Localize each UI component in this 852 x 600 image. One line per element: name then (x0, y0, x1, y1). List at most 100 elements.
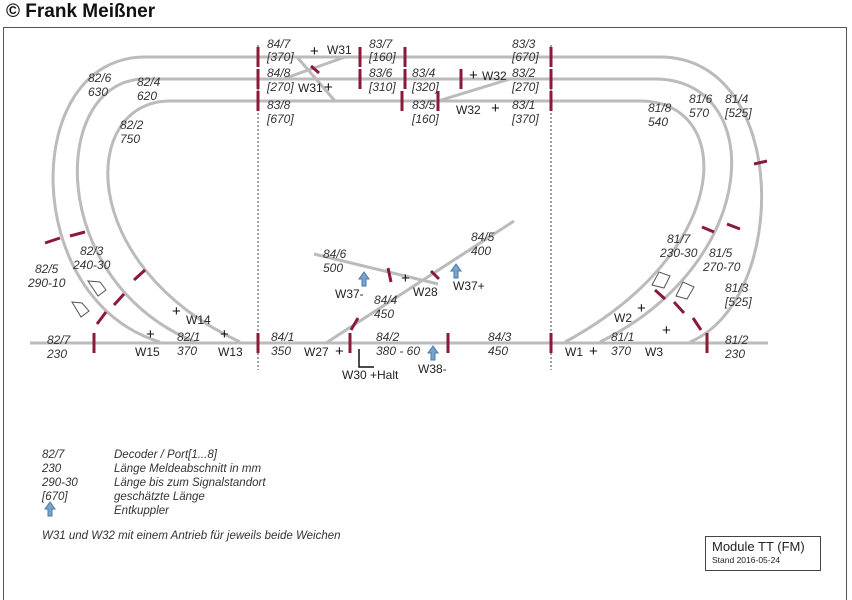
label-84-3: 84/3 (488, 330, 512, 344)
length-81-2: 230 (724, 347, 745, 361)
switch-w30-halt: W30 +Halt (342, 368, 399, 382)
switch-w37-minus: W37- (335, 287, 364, 301)
label-82-6: 82/6 (88, 71, 112, 85)
signal-81-7-icon (651, 271, 671, 289)
label-82-4: 82/4 (137, 75, 161, 89)
svg-text:+: + (469, 67, 478, 84)
switch-w13: W13 (218, 345, 243, 359)
length-83-7: [160] (368, 50, 396, 64)
length-83-1: [370] (511, 112, 539, 126)
svg-text:+: + (310, 43, 319, 60)
uncoupler-w38-icon (427, 345, 439, 361)
section-labels: 84/7 [370] 83/7 [160] 83/3 [670] 84/8 [2… (27, 37, 752, 361)
uncouplers (44, 263, 462, 517)
label-83-6: 83/6 (369, 66, 393, 80)
length-83-2: [270] (511, 80, 539, 94)
length-84-8: [270] (266, 80, 294, 94)
switch-w37-plus: W37+ (453, 279, 485, 293)
length-83-3: [670] (511, 50, 539, 64)
switch-w38-minus: W38- (418, 362, 447, 376)
signal-81-5-icon (675, 281, 695, 300)
track-right-inner (564, 99, 706, 344)
yard-branch-845 (325, 219, 515, 345)
label-83-5: 83/5 (412, 98, 436, 112)
legend-key: 290-30 (42, 477, 78, 489)
length-84-7: [370] (266, 50, 294, 64)
note-text: W31 und W32 mit einem Antrieb für jeweil… (42, 530, 341, 542)
label-81-2: 81/2 (725, 333, 749, 347)
label-84-5: 84/5 (471, 230, 495, 244)
length-82-1: 370 (177, 344, 197, 358)
label-84-8: 84/8 (267, 66, 291, 80)
label-84-6: 84/6 (323, 247, 347, 261)
switch-w31-bottom: W31 (298, 81, 323, 95)
label-81-5: 81/5 (709, 246, 733, 260)
length-82-5: 290-10 (27, 276, 66, 290)
label-83-7: 83/7 (369, 37, 394, 51)
label-84-7: 84/7 (267, 37, 292, 51)
length-81-1: 370 (611, 344, 631, 358)
diagram-frame (3, 27, 847, 600)
legend-uncoupler-icon (44, 501, 56, 517)
switch-w14: W14 (186, 313, 211, 327)
track-left-inner (106, 99, 241, 344)
label-83-2: 83/2 (512, 66, 536, 80)
svg-text:+: + (324, 79, 333, 96)
svg-text:+: + (401, 270, 410, 287)
switch-w27: W27 (304, 345, 329, 359)
legend-text: geschätzte Länge (114, 491, 205, 503)
length-82-6: 630 (88, 85, 108, 99)
length-81-7: 230-30 (659, 246, 698, 260)
title-box-date: Stand 2016-05-24 (712, 555, 781, 565)
label-83-8: 83/8 (267, 98, 291, 112)
legend-key: [670] (42, 491, 68, 503)
switch-markers: + + + + + + + + + + + + (146, 43, 671, 360)
label-81-6: 81/6 (689, 92, 713, 106)
length-82-2: 750 (120, 132, 140, 146)
uncoupler-w37p-icon (450, 263, 462, 279)
length-83-4: [320] (411, 80, 439, 94)
switch-w2: W2 (614, 311, 632, 325)
legend-text: Länge bis zum Signalstandort (114, 477, 266, 489)
length-84-6: 500 (323, 261, 343, 275)
track-left-outer (51, 55, 161, 344)
label-81-4: 81/4 (725, 92, 749, 106)
label-84-2: 84/2 (376, 330, 400, 344)
crossover-w32a (437, 77, 511, 103)
title-box: Module TT (FM) Stand 2016-05-24 (705, 536, 821, 571)
signal-82-3-icon (71, 301, 90, 318)
length-81-6: 570 (689, 106, 709, 120)
label-83-3: 83/3 (512, 37, 536, 51)
svg-text:+: + (335, 343, 344, 360)
switch-w31-top: W31 (327, 43, 352, 57)
label-81-7: 81/7 (667, 232, 692, 246)
switch-w32-bottom: W32 (456, 103, 481, 117)
switch-w1: W1 (565, 345, 583, 359)
length-83-8: [670] (266, 112, 294, 126)
legend-text: Entkuppler (114, 505, 169, 517)
length-83-5: [160] (411, 112, 439, 126)
svg-text:+: + (662, 322, 671, 339)
yard-branch-846 (313, 252, 439, 286)
legend-key: 230 (42, 463, 62, 475)
legend-text: Decoder / Port[1...8] (114, 449, 217, 461)
switch-labels: W31 W31 W32 W32 W14 W15 W13 W27 W28 W37-… (135, 43, 663, 382)
uncoupler-w37m-icon (358, 271, 370, 287)
signal-82-5-icon (87, 280, 107, 297)
length-84-1: 350 (271, 344, 291, 358)
crossover-w31b (295, 56, 337, 102)
switch-w28: W28 (413, 285, 438, 299)
tracks (30, 55, 768, 345)
length-84-4: 450 (374, 307, 394, 321)
length-84-5: 400 (471, 244, 491, 258)
length-82-3: 240-30 (72, 258, 111, 272)
copyright-title: © Frank Meißner (6, 1, 156, 22)
svg-text:+: + (146, 326, 155, 343)
label-81-1: 81/1 (611, 330, 634, 344)
label-82-5: 82/5 (35, 262, 59, 276)
svg-text:+: + (637, 300, 646, 317)
block-separators (44, 47, 768, 353)
label-84-1: 84/1 (271, 330, 294, 344)
